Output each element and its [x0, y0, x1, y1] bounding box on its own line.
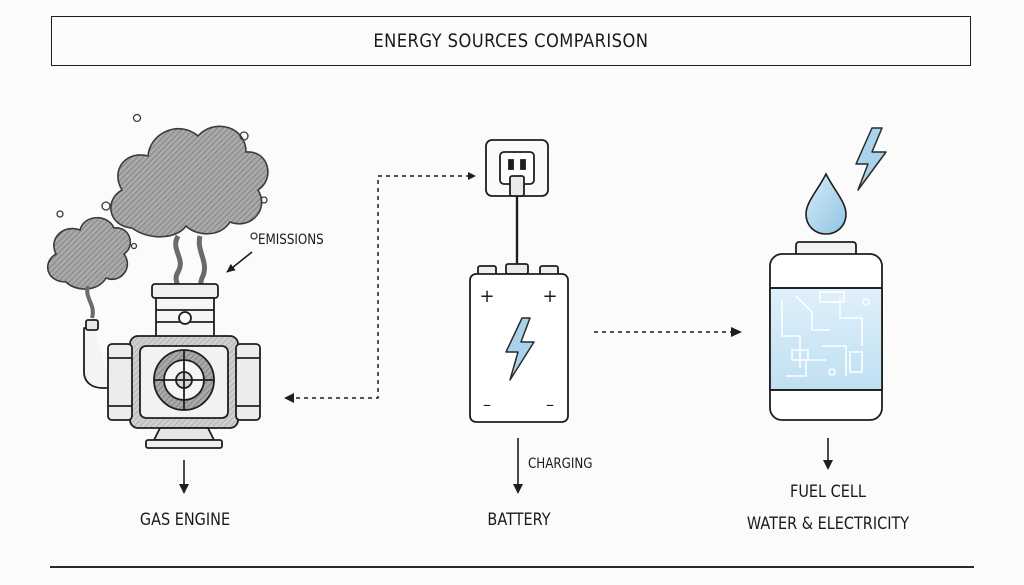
emissions-label: EMISSIONS — [258, 232, 324, 248]
lightning-bolt-icon — [505, 317, 535, 381]
emissions-arrow — [226, 251, 253, 273]
wall-outlet-icon — [485, 139, 549, 197]
gas-engine-down-arrow — [179, 460, 189, 494]
title-box: ENERGY SOURCES COMPARISON — [51, 16, 971, 66]
connector-battery-to-fuel-cell — [594, 327, 742, 337]
charging-label: CHARGING — [528, 456, 593, 472]
arrow-to-outlet — [468, 172, 476, 180]
bottom-divider — [50, 566, 974, 568]
fuel-cell-label: FUEL CELL — [790, 482, 866, 502]
connector-outlet-to-engine — [290, 175, 470, 399]
battery-plus-left: + — [479, 286, 494, 307]
plug-icon — [505, 175, 529, 275]
water-drop-icon — [805, 172, 847, 235]
charging-down-arrow — [513, 438, 523, 494]
battery-minus-right: – — [546, 395, 554, 414]
battery-minus-left: – — [483, 395, 491, 414]
fuel-cell-output-label: WATER & ELECTRICITY — [746, 514, 910, 534]
fuel-cell-icon — [769, 241, 883, 421]
battery-plus-right: + — [542, 286, 557, 307]
battery-label: BATTERY — [487, 510, 551, 530]
lightning-bolt-icon — [855, 127, 887, 191]
fuel-cell-down-arrow — [823, 438, 833, 470]
arrow-to-engine — [284, 393, 294, 403]
circuit-pattern — [781, 291, 870, 377]
gas-engine-label: GAS ENGINE — [139, 510, 231, 530]
diagram-title: ENERGY SOURCES COMPARISON — [373, 30, 649, 52]
engine-icon — [83, 283, 261, 449]
smoke-cloud-icon — [46, 113, 269, 319]
